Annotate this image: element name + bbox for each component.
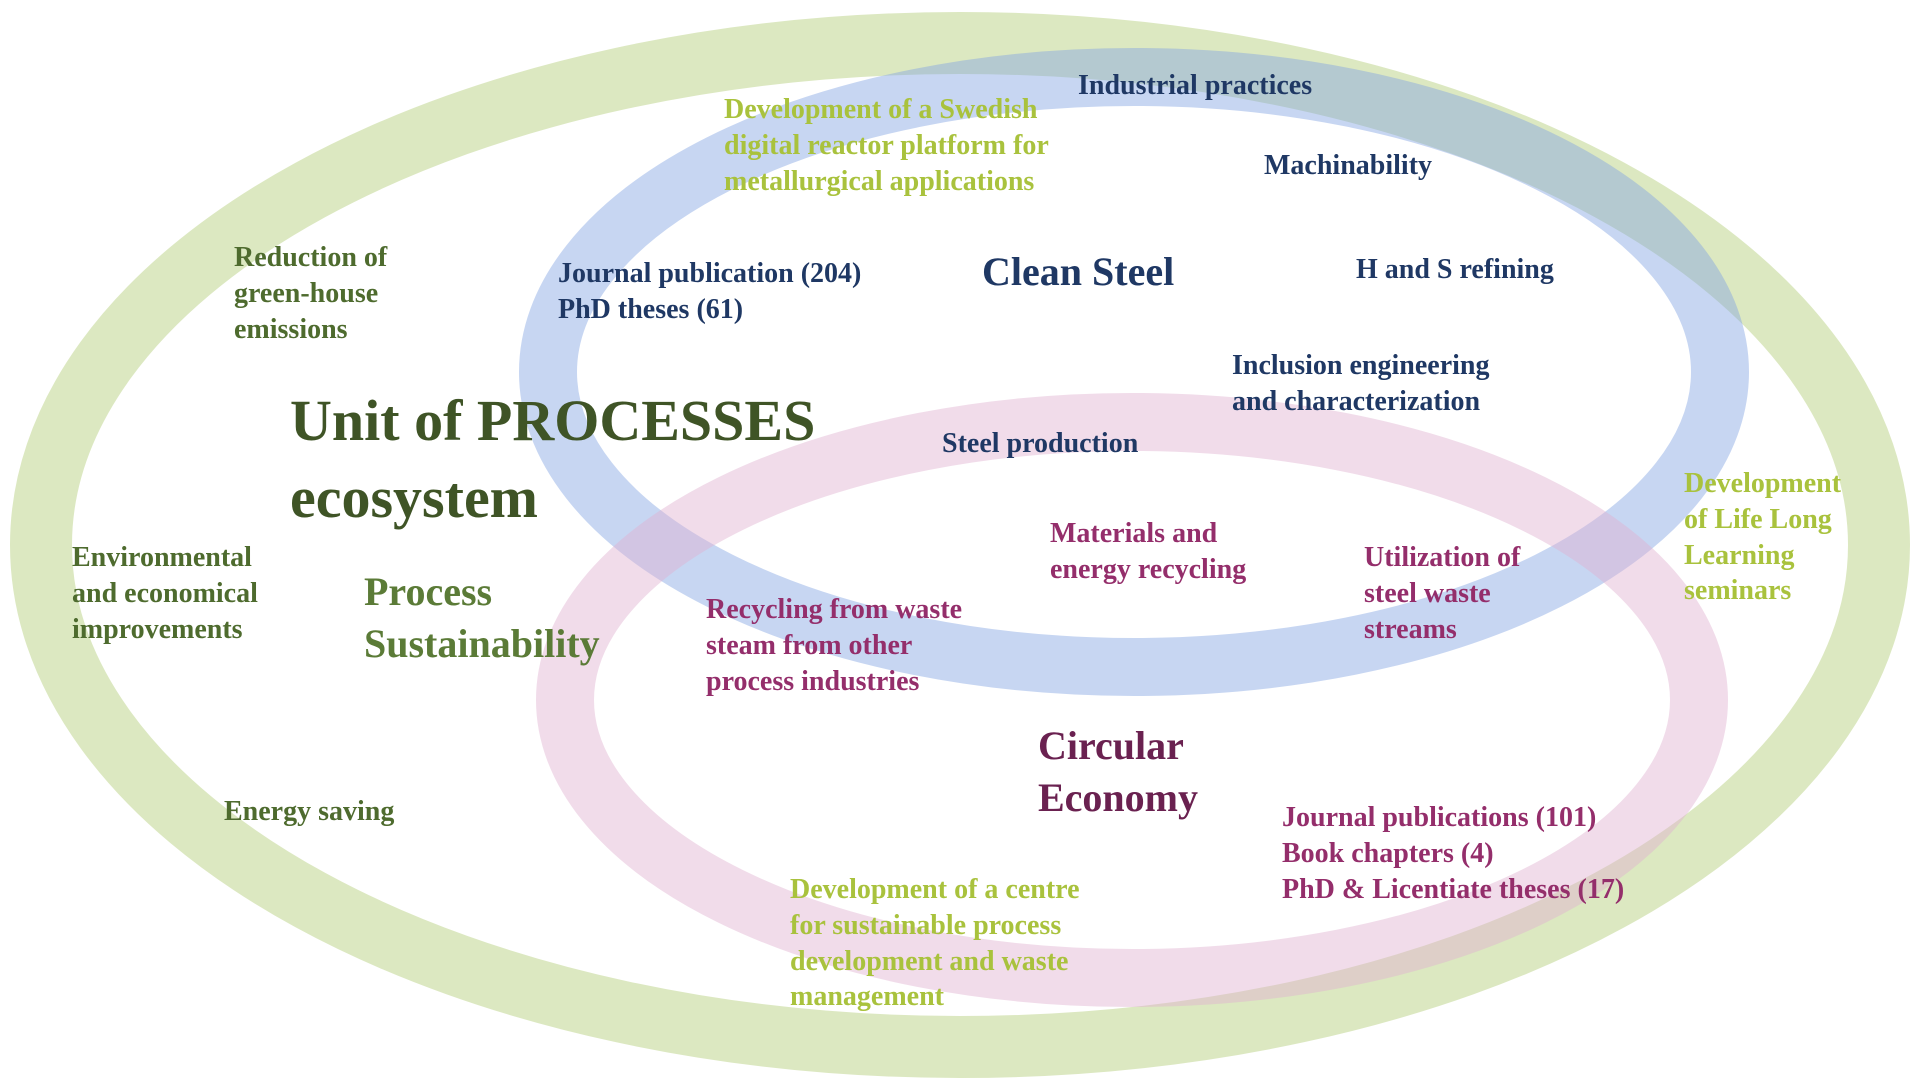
label-steel-production: Steel production [942,428,1139,459]
label-industrial-practices: Industrial practices [1078,70,1313,101]
label-clean-steel-publications: Journal publication (204) PhD theses (61… [558,258,862,325]
label-circular-economy-publications: Journal publications (101) Book chapters… [1282,802,1625,905]
label-swedish-digital-reactor: Development of a Swedish digital reactor… [724,94,1049,197]
ring-clean-steel [519,48,1749,696]
label-environmental-improvements: Environmental and economical improvement… [72,542,258,645]
label-reduction-greenhouse: Reduction of green-house emissions [234,242,388,345]
label-machinability: Machinability [1264,150,1433,181]
ring-process-sustainability [10,12,1910,1078]
section-title-process-sustainability: Process Sustainability [364,569,600,666]
label-recycling-waste-steam: Recycling from waste steam from other pr… [706,594,963,697]
section-title-circular-economy: Circular Economy [1038,723,1198,820]
label-utilization-steel-waste: Utilization of steel waste streams [1364,542,1521,645]
label-h-and-s-refining: H and S refining [1356,254,1554,285]
ring-circular-economy [536,393,1728,1007]
diagram-main-title: Unit of PROCESSES ecosystem [290,388,816,531]
label-energy-saving: Energy saving [224,796,395,827]
label-dev-centre: Development of a centre for sustainable … [790,874,1080,1013]
section-title-clean-steel: Clean Steel [982,249,1175,294]
label-materials-energy-recycling: Materials and energy recycling [1050,518,1247,585]
label-inclusion-engineering: Inclusion engineering and characterizati… [1232,350,1490,417]
label-life-long-learning: Development of Life Long Learning semina… [1684,468,1842,607]
